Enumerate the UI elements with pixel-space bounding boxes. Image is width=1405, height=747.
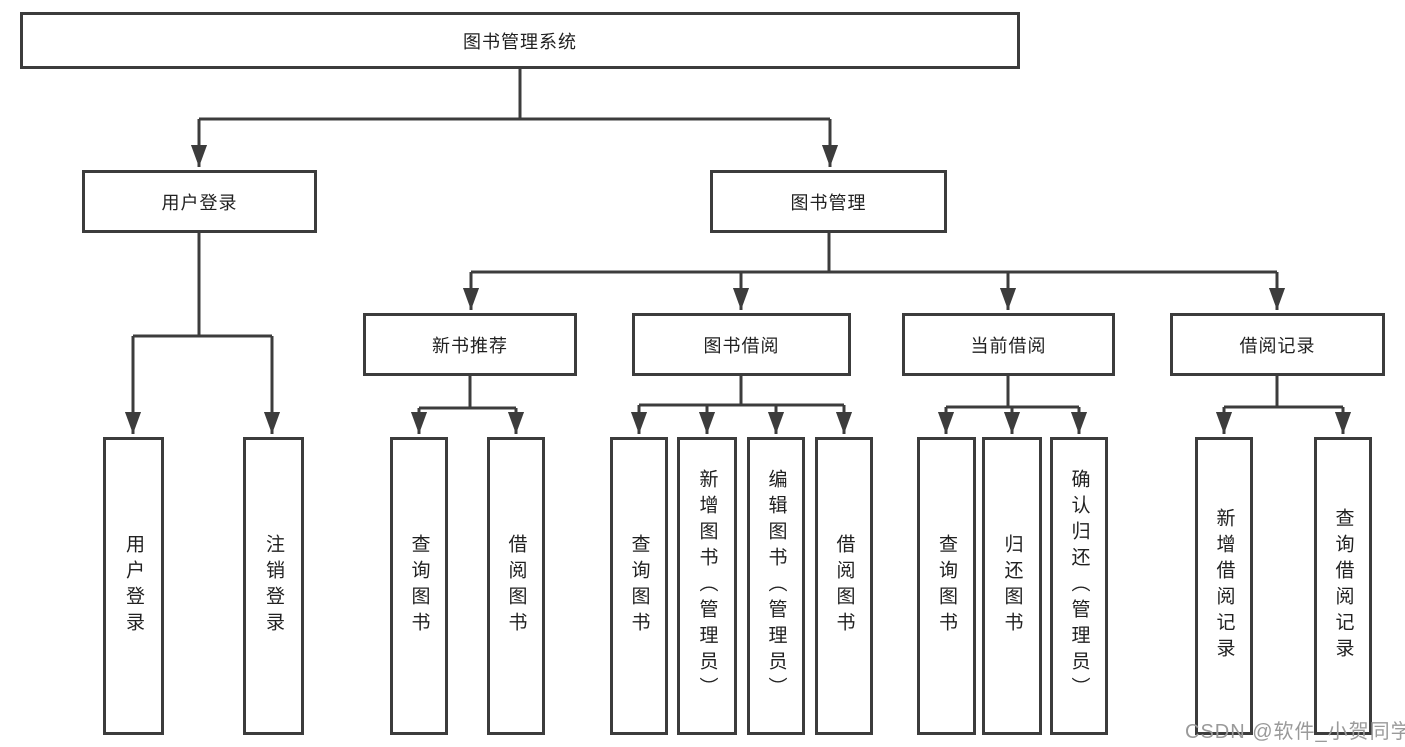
node-current-borrow: 当前借阅 <box>902 313 1115 376</box>
node-book-mgmt: 图书管理 <box>710 170 947 233</box>
node-book-borrow: 图书借阅 <box>632 313 851 376</box>
leaf-edit-books-admin: 编辑图书（管理员） <box>747 437 805 735</box>
leaf-return-books: 归还图书 <box>982 437 1042 735</box>
leaf-borrow-books-1: 借阅图书 <box>487 437 545 735</box>
node-new-book-rec: 新书推荐 <box>363 313 577 376</box>
leaf-query-books-2: 查询图书 <box>610 437 668 735</box>
leaf-logout: 注销登录 <box>243 437 304 735</box>
watermark: CSDN @软件_小贺同学 <box>1185 721 1405 743</box>
leaf-confirm-return-admin: 确认归还（管理员） <box>1050 437 1108 735</box>
node-user-login: 用户登录 <box>82 170 317 233</box>
leaf-query-borrow-record: 查询借阅记录 <box>1314 437 1372 735</box>
leaf-add-borrow-record: 新增借阅记录 <box>1195 437 1253 735</box>
leaf-user-login: 用户登录 <box>103 437 164 735</box>
leaf-query-books-1: 查询图书 <box>390 437 448 735</box>
leaf-borrow-books-2: 借阅图书 <box>815 437 873 735</box>
node-borrow-records: 借阅记录 <box>1170 313 1385 376</box>
connector-trunks <box>133 69 1343 410</box>
leaf-add-books-admin: 新增图书（管理员） <box>677 437 737 735</box>
node-root: 图书管理系统 <box>20 12 1020 69</box>
leaf-query-books-3: 查询图书 <box>917 437 976 735</box>
